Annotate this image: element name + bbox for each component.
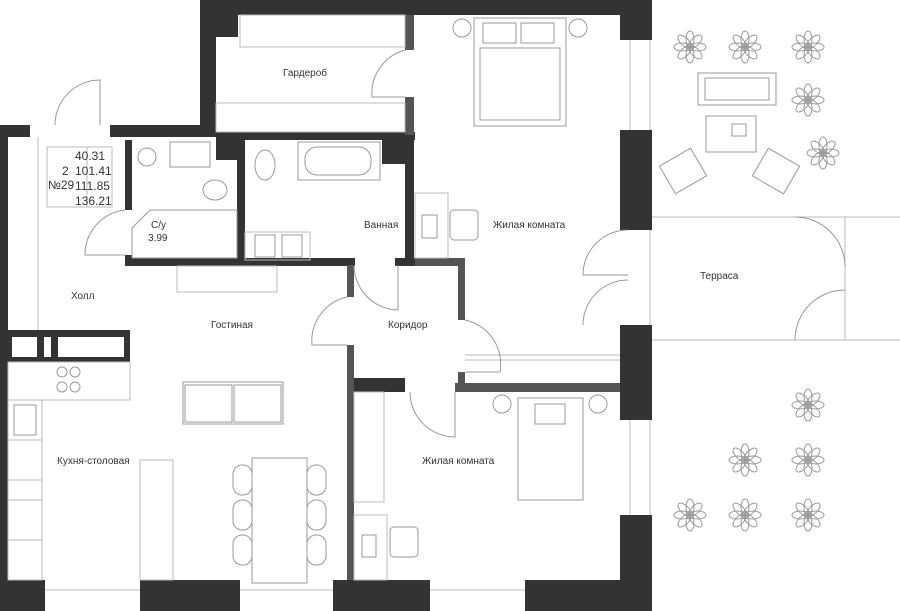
plant-icon xyxy=(791,498,825,532)
apartment-info: 2 №29 40.31 101.41 111.85 136.21 xyxy=(48,149,112,208)
room-labels: Гардероб Жилая комната Терраса С/у 3.99 … xyxy=(57,67,739,467)
area-4: 136.21 xyxy=(75,194,112,208)
furniture xyxy=(7,14,629,584)
plant-icon xyxy=(806,136,840,170)
label-hall: Холл xyxy=(71,291,95,302)
area-1: 40.31 xyxy=(75,149,105,163)
area-3: 111.85 xyxy=(75,179,110,193)
label-wc-area: 3.99 xyxy=(148,233,168,244)
plant-icon xyxy=(673,30,707,64)
label-wc: С/у xyxy=(151,220,166,231)
label-bedroom-1: Жилая комната xyxy=(493,220,566,231)
walls xyxy=(0,0,652,611)
label-kitchen: Кухня-столовая xyxy=(57,456,130,467)
terrace-area xyxy=(649,0,900,611)
label-wardrobe: Гардероб xyxy=(283,67,327,79)
label-living: Гостиная xyxy=(211,320,253,331)
plant-icon xyxy=(791,30,825,64)
rooms-count: 2 xyxy=(62,164,69,178)
label-bathroom: Ванная xyxy=(364,220,398,231)
label-corridor: Коридор xyxy=(388,320,428,331)
label-bedroom-2: Жилая комната xyxy=(422,456,495,467)
plant-icon xyxy=(791,388,825,422)
plant-icon xyxy=(728,30,762,64)
plant-icon xyxy=(728,443,762,477)
plant-icon xyxy=(791,83,825,117)
plant-icon xyxy=(673,498,707,532)
terrace-plants xyxy=(673,30,840,532)
area-2: 101.41 xyxy=(75,164,112,178)
plant-icon xyxy=(791,443,825,477)
label-terrace: Терраса xyxy=(700,271,739,282)
plant-icon xyxy=(728,498,762,532)
apartment-number: №29 xyxy=(48,178,75,192)
